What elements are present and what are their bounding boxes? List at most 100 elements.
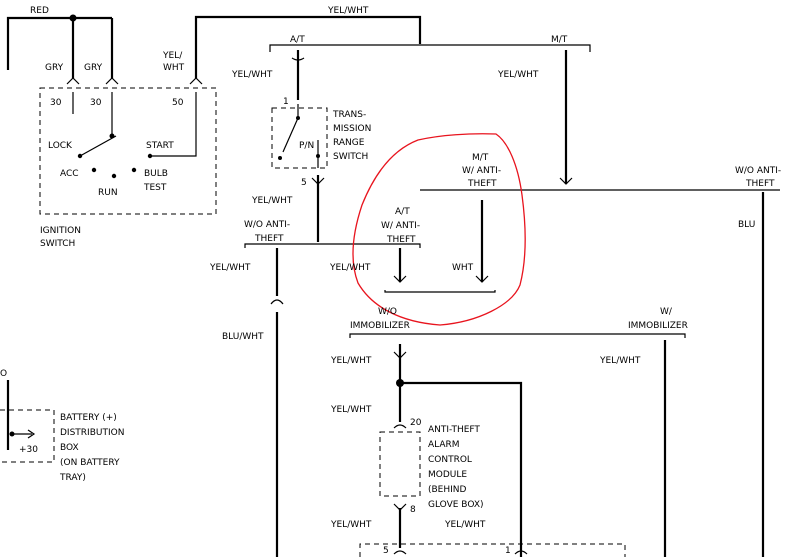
bracket-immobilizer: [349, 333, 686, 338]
pin-20: 20: [410, 418, 422, 428]
splice-red: [69, 14, 77, 22]
label-wo-anti-1: W/O ANTI-: [244, 220, 290, 230]
trs-pos-pn: [316, 154, 320, 158]
label-wo-imm-1: W/O: [378, 307, 397, 317]
label-gry-left: GRY: [45, 63, 64, 73]
ignition-switch: [39, 87, 217, 215]
connector-arrows: [66, 57, 573, 511]
pin-30b: 30: [90, 98, 102, 108]
label-start: START: [146, 141, 174, 151]
label-switch: SWITCH: [40, 239, 75, 249]
bracket-wo-anti: [244, 243, 421, 248]
label-gry-right: GRY: [84, 63, 103, 73]
label-bat-3: BOX: [60, 443, 79, 453]
arrow-module-bottom: [393, 503, 407, 511]
label-trs-4: SWITCH: [333, 152, 368, 162]
label-at-w-anti-3: THEFT: [386, 235, 416, 245]
label-acc: ACC: [60, 169, 79, 179]
ignition-switch-box: [39, 87, 217, 215]
label-trs-3: RANGE: [333, 138, 365, 148]
arrow-gry-right: [105, 77, 119, 85]
arrow-blu-wht: [270, 299, 284, 305]
splice-module-feed: [396, 379, 404, 387]
bracket-at-mt: [269, 44, 591, 52]
label-trs-1: TRANS-: [332, 110, 366, 120]
label-yel-a: YEL/WHT: [330, 356, 372, 366]
label-red: RED: [30, 6, 49, 16]
label-test: TEST: [143, 183, 167, 193]
label-yel-mid-c: YEL/WHT: [329, 263, 371, 273]
battery-distribution-box: [0, 409, 55, 463]
arrow-mt-top: [559, 177, 573, 185]
bracket-at-wht: [384, 290, 496, 293]
ign-pivot: [109, 133, 115, 139]
wire-red: [6, 16, 112, 70]
transmission-range-switch: [271, 104, 328, 169]
label-yel-top-line: YEL/WHT: [327, 6, 369, 16]
label-yel-top-2: WHT: [163, 63, 185, 73]
label-mt-w-anti-3: THEFT: [467, 179, 497, 189]
label-mt-top: M/T: [551, 35, 568, 45]
ign-pos-start: [147, 153, 153, 159]
ign-pos-run: [111, 173, 117, 179]
bottom-connector-pin1: [514, 550, 528, 555]
label-blu: BLU: [738, 220, 755, 230]
label-yel-left: YEL/WHT: [231, 70, 273, 80]
wire-yel-wht-top: [194, 15, 422, 78]
trs-box: [271, 107, 328, 169]
red-annotation-loop: [352, 133, 526, 326]
label-w-imm-2: IMMOBILIZER: [628, 321, 688, 331]
pin-50: 50: [172, 98, 184, 108]
label-ignition: IGNITION: [40, 226, 81, 236]
pin-bottom-1: 1: [505, 546, 511, 556]
label-wht: WHT: [452, 263, 474, 273]
label-wo-anti-2: THEFT: [254, 234, 284, 244]
pin-trs-1: 1: [283, 97, 289, 107]
label-at-top: A/T: [290, 35, 305, 45]
battery-box-outline: [0, 409, 55, 463]
arrow-at-top: [291, 57, 305, 61]
label-run: RUN: [98, 188, 118, 198]
pin-30a: 30: [50, 98, 62, 108]
arrow-at-anti: [393, 275, 407, 283]
label-atam-1: ANTI-THEFT: [428, 425, 480, 435]
label-at-w-anti-2: W/ ANTI-: [381, 221, 420, 231]
label-bat-4: (ON BATTERY: [60, 458, 120, 468]
label-atam-5: (BEHIND: [428, 485, 467, 495]
arrow-gry-left: [66, 77, 80, 85]
label-yel-mid-l: YEL/WHT: [209, 263, 251, 273]
label-wo-anti-r-1: W/O ANTI-: [735, 166, 781, 176]
label-o-fragment: O: [0, 369, 7, 379]
bottom-connector-pin5: [393, 550, 407, 555]
label-w-imm-1: W/: [660, 307, 673, 317]
label-yel-d: YEL/WHT: [330, 520, 372, 530]
label-mt-w-anti-2: W/ ANTI-: [462, 166, 501, 176]
label-plus30: +30: [19, 445, 38, 455]
battery-arrow: [27, 429, 36, 439]
ign-pos-acc: [91, 167, 97, 173]
label-bat-1: BATTERY (+): [60, 413, 117, 423]
label-mt-w-anti-1: M/T: [472, 153, 489, 163]
pin-bottom-5: 5: [383, 546, 389, 556]
wires: [6, 15, 765, 557]
label-pn: P/N: [299, 141, 314, 151]
arrow-50: [189, 77, 203, 85]
label-trs-2: MISSION: [333, 124, 371, 134]
label-yel-right: YEL/WHT: [497, 70, 539, 80]
label-atam-2: ALARM: [428, 440, 460, 450]
bottom-connector-box: [359, 543, 626, 557]
trs-pos-a: [278, 156, 282, 160]
label-yel-e: YEL/WHT: [444, 520, 486, 530]
ign-pos-lock: [77, 153, 83, 159]
label-bat-2: DISTRIBUTION: [60, 428, 124, 438]
label-lock: LOCK: [48, 141, 73, 151]
anti-theft-module-box: [379, 431, 421, 497]
label-wo-imm-2: IMMOBILIZER: [350, 321, 410, 331]
label-bat-5: TRAY): [59, 473, 86, 483]
label-yel-b: YEL/WHT: [599, 356, 641, 366]
trs-pivot: [296, 116, 300, 120]
wire-splice-right: [400, 381, 523, 557]
label-wo-anti-r-2: THEFT: [745, 179, 775, 189]
label-yel-c: YEL/WHT: [330, 405, 372, 415]
